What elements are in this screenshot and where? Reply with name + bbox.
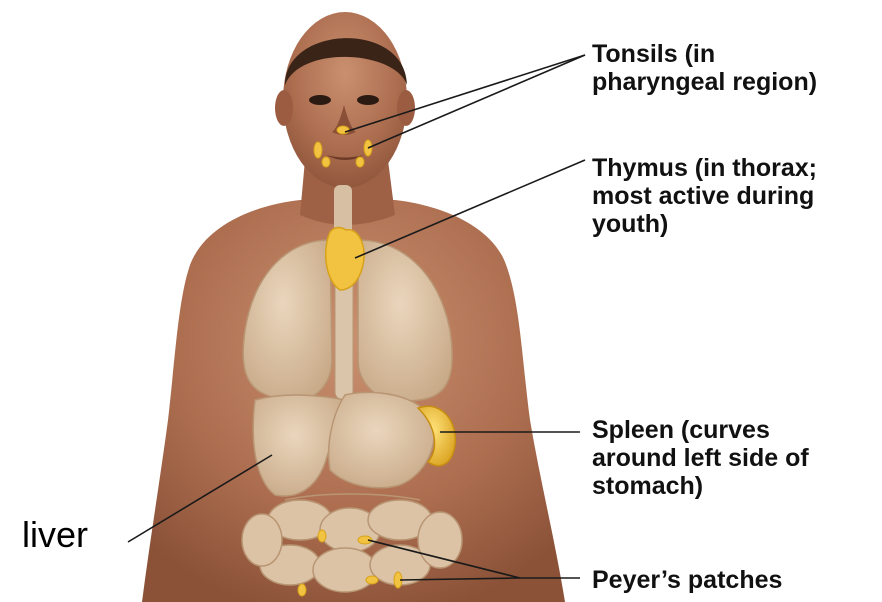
left-eye (309, 95, 331, 105)
tonsil-right-lower (356, 157, 364, 167)
tonsil-left-lower (322, 157, 330, 167)
tonsil-left (314, 142, 322, 158)
stomach (329, 392, 434, 487)
tonsil-pharyngeal (337, 126, 349, 134)
right-eye (357, 95, 379, 105)
tonsils-label: Tonsils (in pharyngeal region) (592, 40, 817, 96)
liver-label: liver (22, 515, 88, 555)
spleen-label: Spleen (curves around left side of stoma… (592, 416, 809, 500)
left-ear (275, 90, 293, 126)
peyers-patches-label: Peyer’s patches (592, 566, 782, 594)
right-ear (397, 90, 415, 126)
thymus-label: Thymus (in thorax; most active during yo… (592, 154, 817, 238)
